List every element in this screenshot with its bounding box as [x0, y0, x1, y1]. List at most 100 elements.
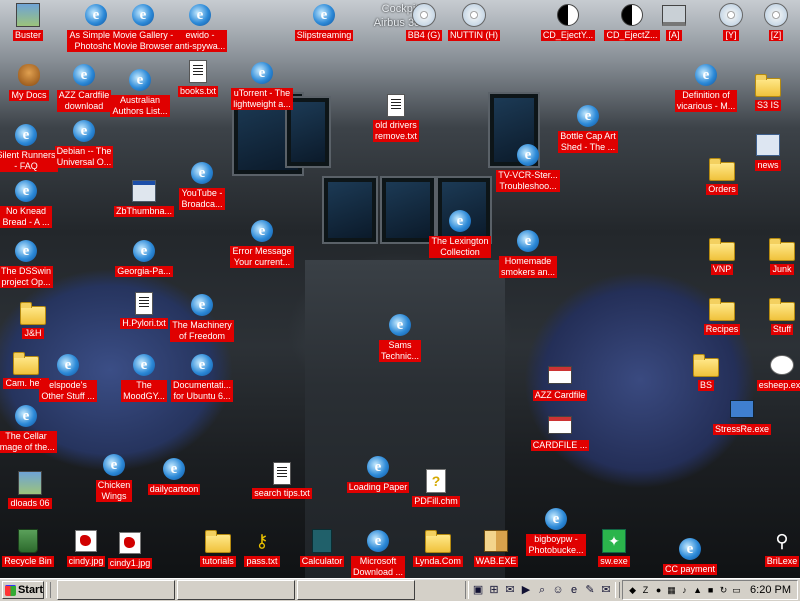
- desktop-icon-label: pass.txt: [244, 556, 280, 567]
- desktop-icon[interactable]: cindy.jpg: [48, 528, 124, 567]
- desktop-icon-label: Recycle Bin: [2, 556, 54, 567]
- tray-volume-icon[interactable]: ♪: [682, 585, 687, 595]
- desktop-icon[interactable]: WAB.EXE: [458, 528, 534, 567]
- show-desktop-icon[interactable]: ▣: [472, 584, 484, 596]
- desktop-icon[interactable]: Cam. help: [0, 350, 64, 389]
- toolbar-grip[interactable]: [46, 582, 51, 598]
- desktop-icon[interactable]: CD_EjectZ...: [594, 2, 670, 41]
- desktop-icon[interactable]: eAs Simple As Photoshop: [58, 2, 134, 52]
- tray-sync-icon[interactable]: ↻: [719, 585, 728, 595]
- desktop-icon[interactable]: ?PDFill.chm: [398, 468, 474, 507]
- desktop-icon[interactable]: books.txt: [160, 58, 236, 97]
- start-button[interactable]: Start: [2, 581, 44, 599]
- task-button-3[interactable]: [297, 580, 415, 600]
- desktop-icon[interactable]: search tips.txt: [244, 460, 320, 499]
- tray-antivirus-icon[interactable]: ●: [655, 585, 662, 595]
- desktop-icon[interactable]: Stuff: [744, 296, 800, 335]
- desktop-icon[interactable]: My Docs: [0, 62, 67, 101]
- desktop-icon[interactable]: cindy1.jpg: [92, 530, 168, 569]
- desktop-icon[interactable]: BS: [668, 352, 744, 391]
- task-button-2[interactable]: [177, 580, 295, 600]
- explorer-icon[interactable]: ⊞: [489, 584, 499, 596]
- desktop-icon[interactable]: Orders: [684, 156, 760, 195]
- desktop-icon[interactable]: old drivers remove.txt: [358, 92, 434, 142]
- desktop-icon[interactable]: Buster: [0, 2, 66, 41]
- desktop-icon[interactable]: Recycle Bin: [0, 528, 66, 567]
- ie-quick-icon[interactable]: e: [570, 584, 578, 596]
- text-file-icon: [185, 58, 211, 84]
- toolbar-grip-2[interactable]: [615, 582, 621, 598]
- desktop-icon[interactable]: BB4 (G): [386, 2, 462, 41]
- desktop-icon[interactable]: dloads 06: [0, 470, 68, 509]
- desktop-icon[interactable]: H.Pylori.txt: [106, 290, 182, 329]
- desktop-icon-label: Loading Paper: [346, 482, 410, 493]
- desktop-icon[interactable]: Calculator: [284, 528, 360, 567]
- desktop-icon[interactable]: VNP: [684, 236, 760, 275]
- desktop-icon[interactable]: news: [730, 132, 800, 171]
- desktop-icon[interactable]: Recipes: [684, 296, 760, 335]
- media-icon[interactable]: ▶: [521, 584, 531, 596]
- desktop-icon[interactable]: NUTTIN (H): [436, 2, 512, 41]
- tray-network-icon[interactable]: ▦: [667, 585, 676, 595]
- mail-icon[interactable]: ✉: [601, 584, 611, 596]
- tray-shield-icon[interactable]: ■: [707, 585, 714, 595]
- desktop-icon[interactable]: tutorials: [180, 528, 256, 567]
- desktop-icon[interactable]: CARDFILE ...: [522, 412, 598, 451]
- desktop-icon[interactable]: esheep.exe: [744, 352, 800, 391]
- desktop-icon[interactable]: [A]: [636, 2, 712, 41]
- outlook-icon[interactable]: ✉: [505, 584, 515, 596]
- tray-monitor-icon[interactable]: ▭: [732, 585, 741, 595]
- desktop-icon[interactable]: Junk: [744, 236, 800, 275]
- smiley-icon[interactable]: ☺: [552, 584, 564, 596]
- desktop-icon[interactable]: [Y]: [693, 2, 769, 41]
- notepad-icon[interactable]: ✎: [585, 584, 595, 596]
- desktop-icon[interactable]: Lynda.Com: [400, 528, 476, 567]
- desktop-icon[interactable]: S3 IS: [730, 72, 800, 111]
- desktop-icon[interactable]: [Z]: [738, 2, 800, 41]
- desktop-icon[interactable]: StressRe.exe: [704, 396, 780, 435]
- desktop-icon[interactable]: CD_EjectY...: [530, 2, 606, 41]
- search-icon[interactable]: ⌕: [538, 584, 546, 596]
- desktop-icon[interactable]: ZbThumbna...: [106, 178, 182, 217]
- desktop-icon[interactable]: J&H: [0, 300, 71, 339]
- desktop-icon[interactable]: eSilent Runners - FAQ: [0, 122, 64, 172]
- desktop-icon[interactable]: ⚷pass.txt: [224, 528, 300, 567]
- task-button-1[interactable]: [57, 580, 175, 600]
- desktop-icon[interactable]: AZZ Cardfile: [522, 362, 598, 401]
- tray-zonealarm-icon[interactable]: Z: [642, 585, 649, 595]
- tray-update-icon[interactable]: ▲: [693, 585, 702, 595]
- tray-app-icon[interactable]: ◆: [629, 585, 636, 595]
- clock[interactable]: 6:20 PM: [750, 584, 791, 596]
- desktop-icon[interactable]: ✦sw.exe: [576, 528, 652, 567]
- desktop-icon[interactable]: ⚲BriLexe: [744, 528, 800, 567]
